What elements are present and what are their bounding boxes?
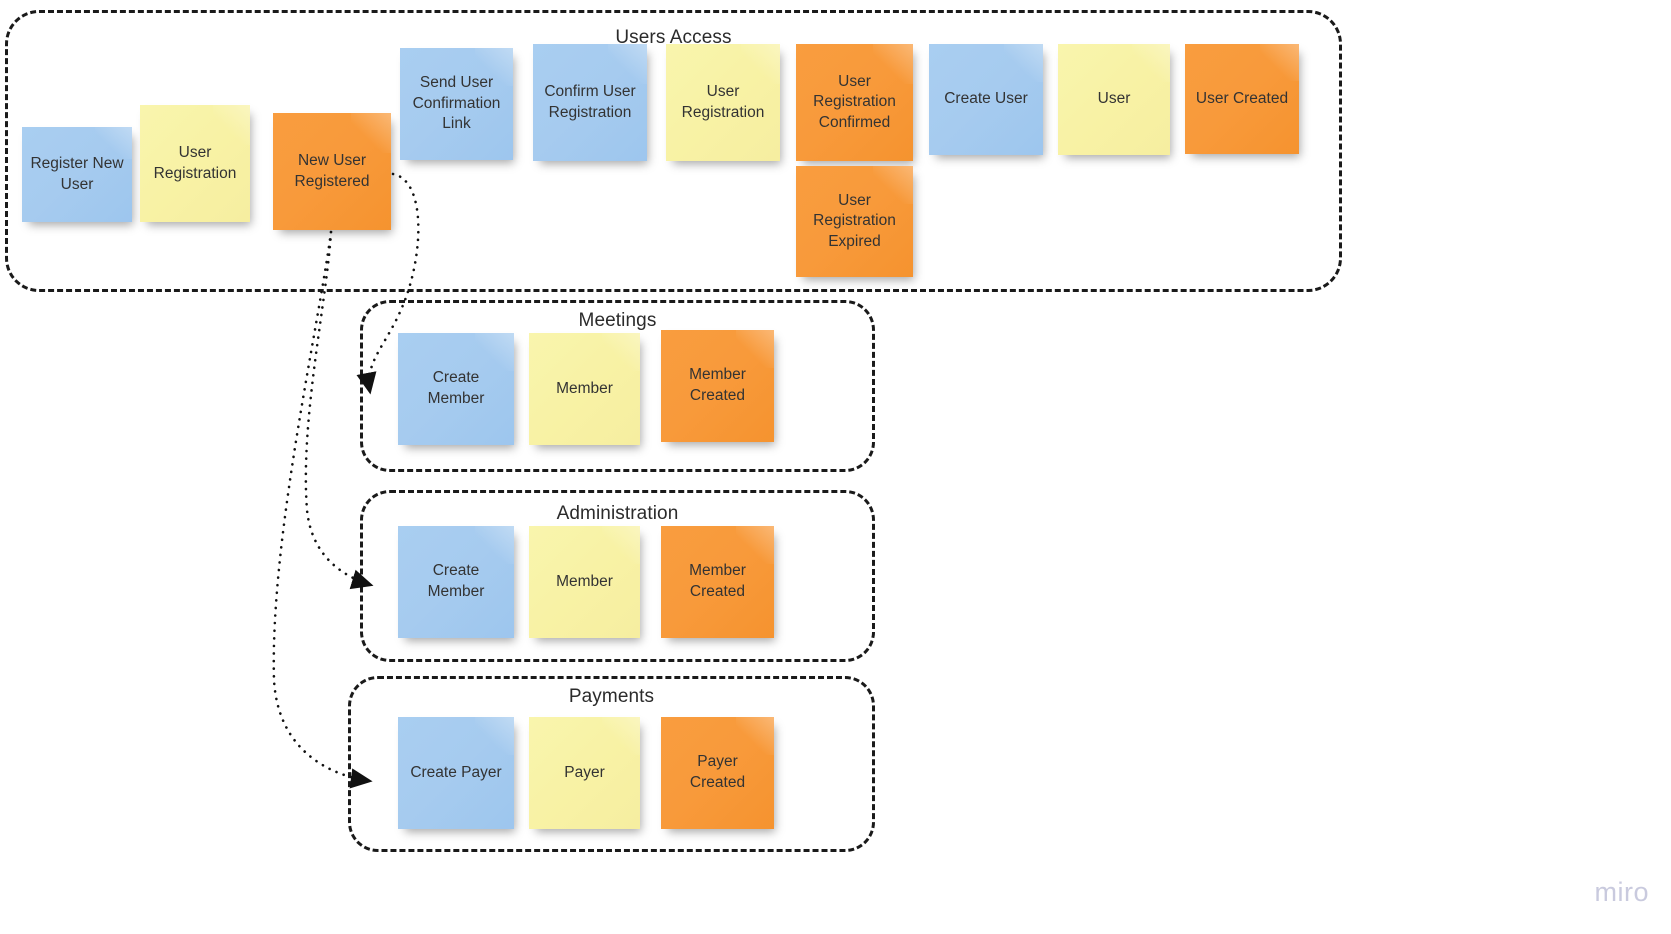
sticky-note[interactable]: Register New User <box>22 127 132 222</box>
group-title-administration: Administration <box>556 503 679 524</box>
sticky-note[interactable]: User Registration Expired <box>796 166 913 277</box>
sticky-note[interactable]: User Registration <box>140 105 250 222</box>
sticky-note[interactable]: User Registration <box>666 44 780 161</box>
sticky-note[interactable]: Payer Created <box>661 717 774 829</box>
miro-watermark: miro <box>1594 877 1649 907</box>
sticky-note[interactable]: Payer <box>529 717 640 829</box>
sticky-note[interactable]: Create Member <box>398 526 514 638</box>
group-title-payments: Payments <box>568 686 655 707</box>
sticky-note[interactable]: Confirm User Registration <box>533 44 647 161</box>
sticky-note[interactable]: User <box>1058 44 1170 155</box>
sticky-note[interactable]: Member Created <box>661 330 774 442</box>
sticky-note[interactable]: Create Payer <box>398 717 514 829</box>
sticky-note[interactable]: Create User <box>929 44 1043 155</box>
sticky-note[interactable]: Create Member <box>398 333 514 445</box>
sticky-note[interactable]: Member Created <box>661 526 774 638</box>
sticky-note[interactable]: New User Registered <box>273 113 391 230</box>
sticky-note[interactable]: Member <box>529 526 640 638</box>
sticky-note[interactable]: User Created <box>1185 44 1299 154</box>
sticky-note[interactable]: Send User Confirmation Link <box>400 48 513 160</box>
group-title-meetings: Meetings <box>578 310 657 331</box>
sticky-note[interactable]: User Registration Confirmed <box>796 44 913 161</box>
sticky-note[interactable]: Member <box>529 333 640 445</box>
